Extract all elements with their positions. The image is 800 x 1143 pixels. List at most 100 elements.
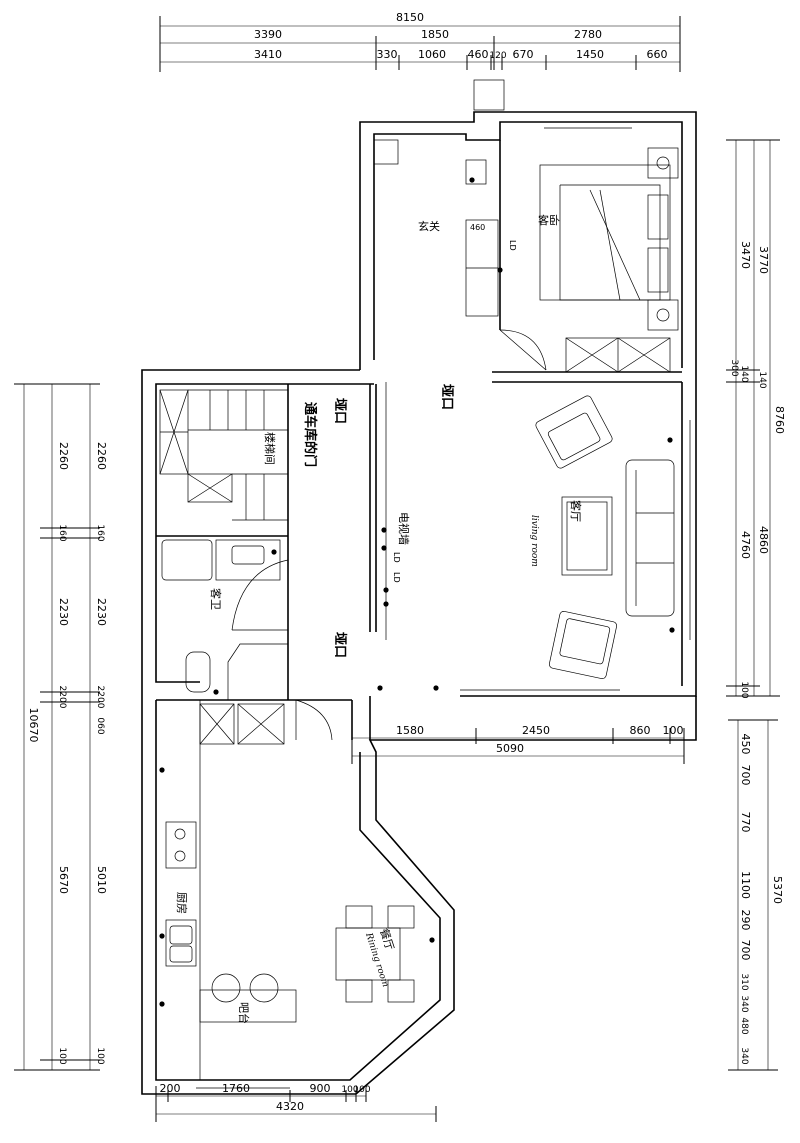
dim-top-2-3: 2780: [574, 28, 602, 41]
coffee-table: [561, 496, 613, 576]
dim-left-inner-4: 2200: [95, 686, 105, 709]
dim-rl-10: 340: [739, 1047, 749, 1064]
middle-dimensions: 1580 2450 860 100 5090: [351, 724, 685, 764]
stair-treads: [188, 389, 288, 521]
dim-top-3-1: 3410: [254, 48, 282, 61]
room-labels: 玄关 客卧 楼梯间 客卫 客厅 living room 餐厅 Rining ro…: [175, 213, 583, 1024]
dim-ru-small: 300: [729, 359, 739, 376]
shower: [227, 643, 289, 701]
label-entrance: 玄关: [418, 219, 440, 233]
dim-ru-mid-2: 140: [757, 371, 767, 388]
toilet: [185, 651, 211, 693]
dim-left-outer: 10670: [27, 708, 40, 743]
dim-left-inner-3: 2230: [95, 598, 108, 626]
dim-rl-4: 1100: [739, 871, 752, 899]
left-dimensions: 2260 160 2230 2200 5010 100 060 2260 160…: [14, 383, 108, 1071]
label-arch-2: 垭口: [332, 398, 347, 424]
washing-machine: [161, 539, 213, 581]
dim-left-mid-5: 5670: [57, 866, 70, 894]
dim-ru-inner-3: 4760: [739, 531, 752, 559]
label-kitchen: 厨房: [175, 892, 188, 914]
chimney-box: [473, 79, 505, 111]
dim-top-3-3: 1060: [418, 48, 446, 61]
dim-bottom-1: 200: [160, 1082, 181, 1095]
dim-ru-outer: 8760: [773, 406, 786, 434]
label-ld-1: LD: [508, 240, 517, 251]
label-guest-bedroom: 客卧: [538, 213, 560, 227]
dim-rl-6: 700: [739, 940, 752, 961]
dim-left-inner-5: 5010: [95, 866, 108, 894]
label-bar: 吧台: [237, 1002, 251, 1024]
dim-mid-4: 100: [663, 724, 684, 737]
dim-mid-3: 860: [630, 724, 651, 737]
dim-rl-8: 340: [739, 995, 749, 1012]
dim-top-3-2: 330: [377, 48, 398, 61]
dim-bottom-3: 900: [310, 1082, 331, 1095]
label-stairwell: 楼梯间: [263, 432, 277, 465]
dim-top-3-8: 660: [647, 48, 668, 61]
dim-left-mid-1: 2260: [57, 442, 70, 470]
label-living-en: living room: [529, 515, 539, 567]
dim-mid-2: 2450: [522, 724, 550, 737]
dim-rl-7: 310: [739, 973, 749, 990]
dim-ru-mid-3: 4860: [757, 526, 770, 554]
dim-left-inner-6: 100: [95, 1047, 105, 1064]
sofa: [625, 459, 675, 617]
dim-ru-inner-4: 100: [739, 681, 749, 698]
dim-rl-1: 450: [739, 734, 752, 755]
right-upper-dimensions: 3470 140 4760 100 300 3770 140 4860 8760: [726, 139, 786, 699]
dim-rl-outer: 5370: [771, 876, 784, 904]
dim-bottom-total: 4320: [276, 1100, 304, 1113]
dim-mid-total: 5090: [496, 742, 524, 755]
armchair-bottom: [548, 610, 618, 680]
top-dimensions: 8150 3390 1850 2780 3410 330 1060 460 12…: [159, 11, 681, 72]
dim-top-3-5: 120: [489, 51, 506, 61]
dim-left-mid-3: 2230: [57, 598, 70, 626]
dim-rl-9: 480: [739, 1017, 749, 1034]
dim-ru-inner-1: 3470: [739, 241, 752, 269]
bar-counter: [199, 989, 297, 1023]
dim-ru-mid-1: 3770: [757, 246, 770, 274]
label-garage-door: 通车库的门: [302, 402, 318, 467]
sink: [165, 919, 197, 967]
dim-left-mid-4: 2200: [57, 686, 67, 709]
dim-left-small: 060: [95, 717, 105, 734]
label-guest-bath: 客卫: [209, 588, 223, 610]
dim-top-3-6: 670: [513, 48, 534, 61]
dim-top-2-2: 1850: [421, 28, 449, 41]
dim-mid-1: 1580: [396, 724, 424, 737]
label-ld-3: LD: [392, 572, 401, 583]
dim-top-3-7: 1450: [576, 48, 604, 61]
dim-rl-3: 770: [739, 812, 752, 833]
dim-rl-2: 700: [739, 765, 752, 786]
label-arch-1: 垭口: [439, 384, 454, 410]
dim-ru-inner-2: 140: [739, 365, 749, 382]
walls: [141, 111, 697, 1095]
dim-left-mid-2: 160: [57, 524, 67, 541]
dim-left-inner-2: 160: [95, 524, 105, 541]
dim-left-inner-1: 2260: [95, 442, 108, 470]
dim-rl-5: 290: [739, 910, 752, 931]
label-tv-wall: 电视墙: [397, 512, 411, 545]
label-arch-3: 垭口: [332, 632, 347, 658]
furniture: [159, 147, 679, 1023]
lights: [159, 177, 675, 1007]
label-ld-2: LD: [392, 552, 401, 563]
stove: [165, 821, 197, 869]
label-dining: 餐厅: [377, 927, 397, 952]
label-living: 客厅: [569, 500, 583, 522]
dim-top-2-1: 3390: [254, 28, 282, 41]
dim-bottom-5: 100: [353, 1085, 370, 1095]
bottom-dimensions: 200 1760 900 100 100 4320: [155, 1082, 437, 1122]
basin-counter: [215, 539, 281, 581]
dim-top-3-4: 460: [468, 48, 489, 61]
dim-bottom-2: 1760: [222, 1082, 250, 1095]
label-fridge-note: 460: [470, 223, 485, 232]
dim-bottom-4: 100: [341, 1085, 358, 1095]
doors: [231, 329, 547, 741]
armchair-top: [535, 395, 613, 469]
right-lower-dimensions: 450 700 770 1100 290 700 310 340 480 340…: [728, 719, 784, 1071]
dim-left-mid-6: 100: [57, 1047, 67, 1064]
dim-top-total: 8150: [396, 11, 424, 24]
